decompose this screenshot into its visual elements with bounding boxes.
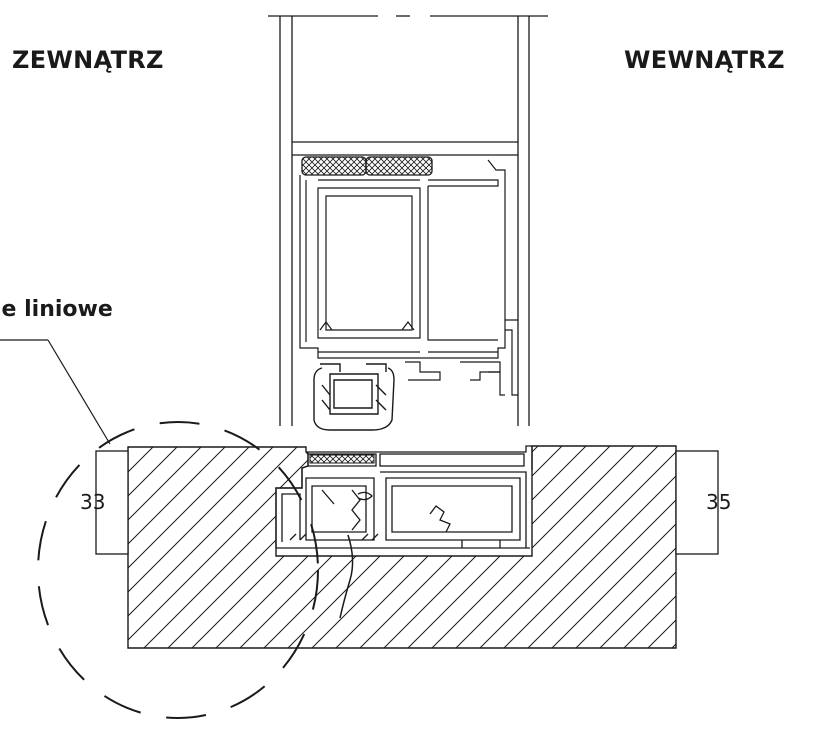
glazing-top [268,15,548,426]
dimension-right: 35 [706,490,732,514]
detail-circle [37,421,319,719]
sash-profile [299,159,518,396]
label-outside: ZEWNĄTRZ [12,46,164,74]
gasket [301,156,433,176]
thermal-break [313,363,395,431]
floor-concrete [127,445,677,649]
dimension-lines [95,451,719,554]
callout-label: ie liniowe [0,297,113,322]
threshold-profile [275,445,533,549]
label-inside: WEWNĄTRZ [624,46,785,74]
break-line [339,534,354,619]
callout-leader [0,339,111,445]
dimension-left: 33 [80,490,106,514]
